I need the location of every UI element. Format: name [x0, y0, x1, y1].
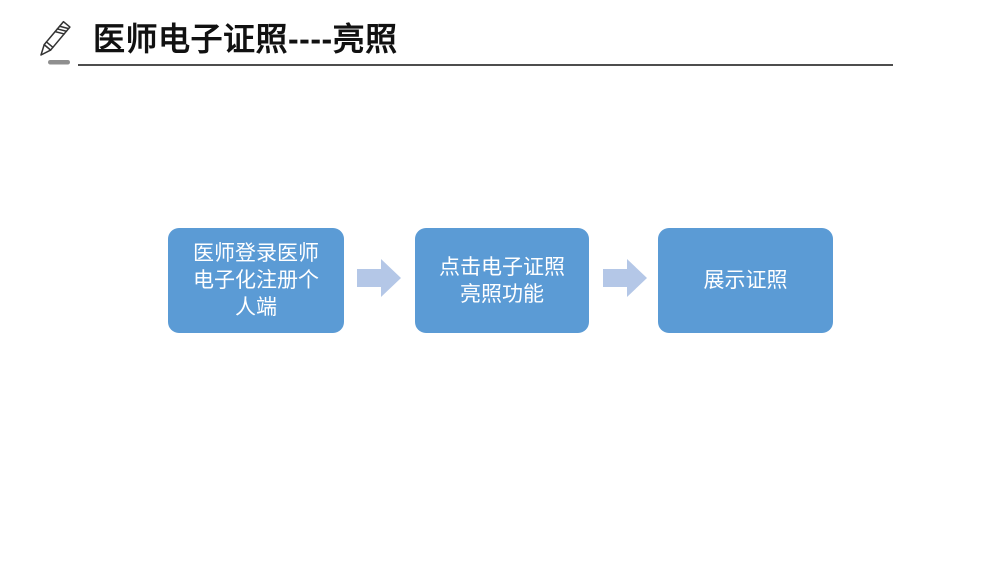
flow-step-label: 电子化注册个	[193, 269, 319, 292]
flow-step-label: 人端	[235, 296, 277, 319]
flow-step-label: 点击电子证照	[439, 255, 565, 279]
flow-step-click-function: 点击电子证照 亮照功能	[415, 228, 589, 333]
flow-step-label: 展示证照	[703, 269, 788, 292]
flow-step-show-license: 展示证照	[658, 228, 833, 333]
flow-step-label: 医师登录医师	[193, 242, 319, 265]
right-arrow-icon	[603, 259, 647, 297]
title-divider	[78, 64, 893, 66]
right-arrow-icon	[357, 259, 401, 297]
flow-step-label: 亮照功能	[460, 282, 544, 306]
pencil-icon	[33, 9, 81, 67]
flow-step-login: 医师登录医师 电子化注册个 人端	[168, 228, 344, 333]
page-title: 医师电子证照----亮照	[93, 21, 398, 57]
